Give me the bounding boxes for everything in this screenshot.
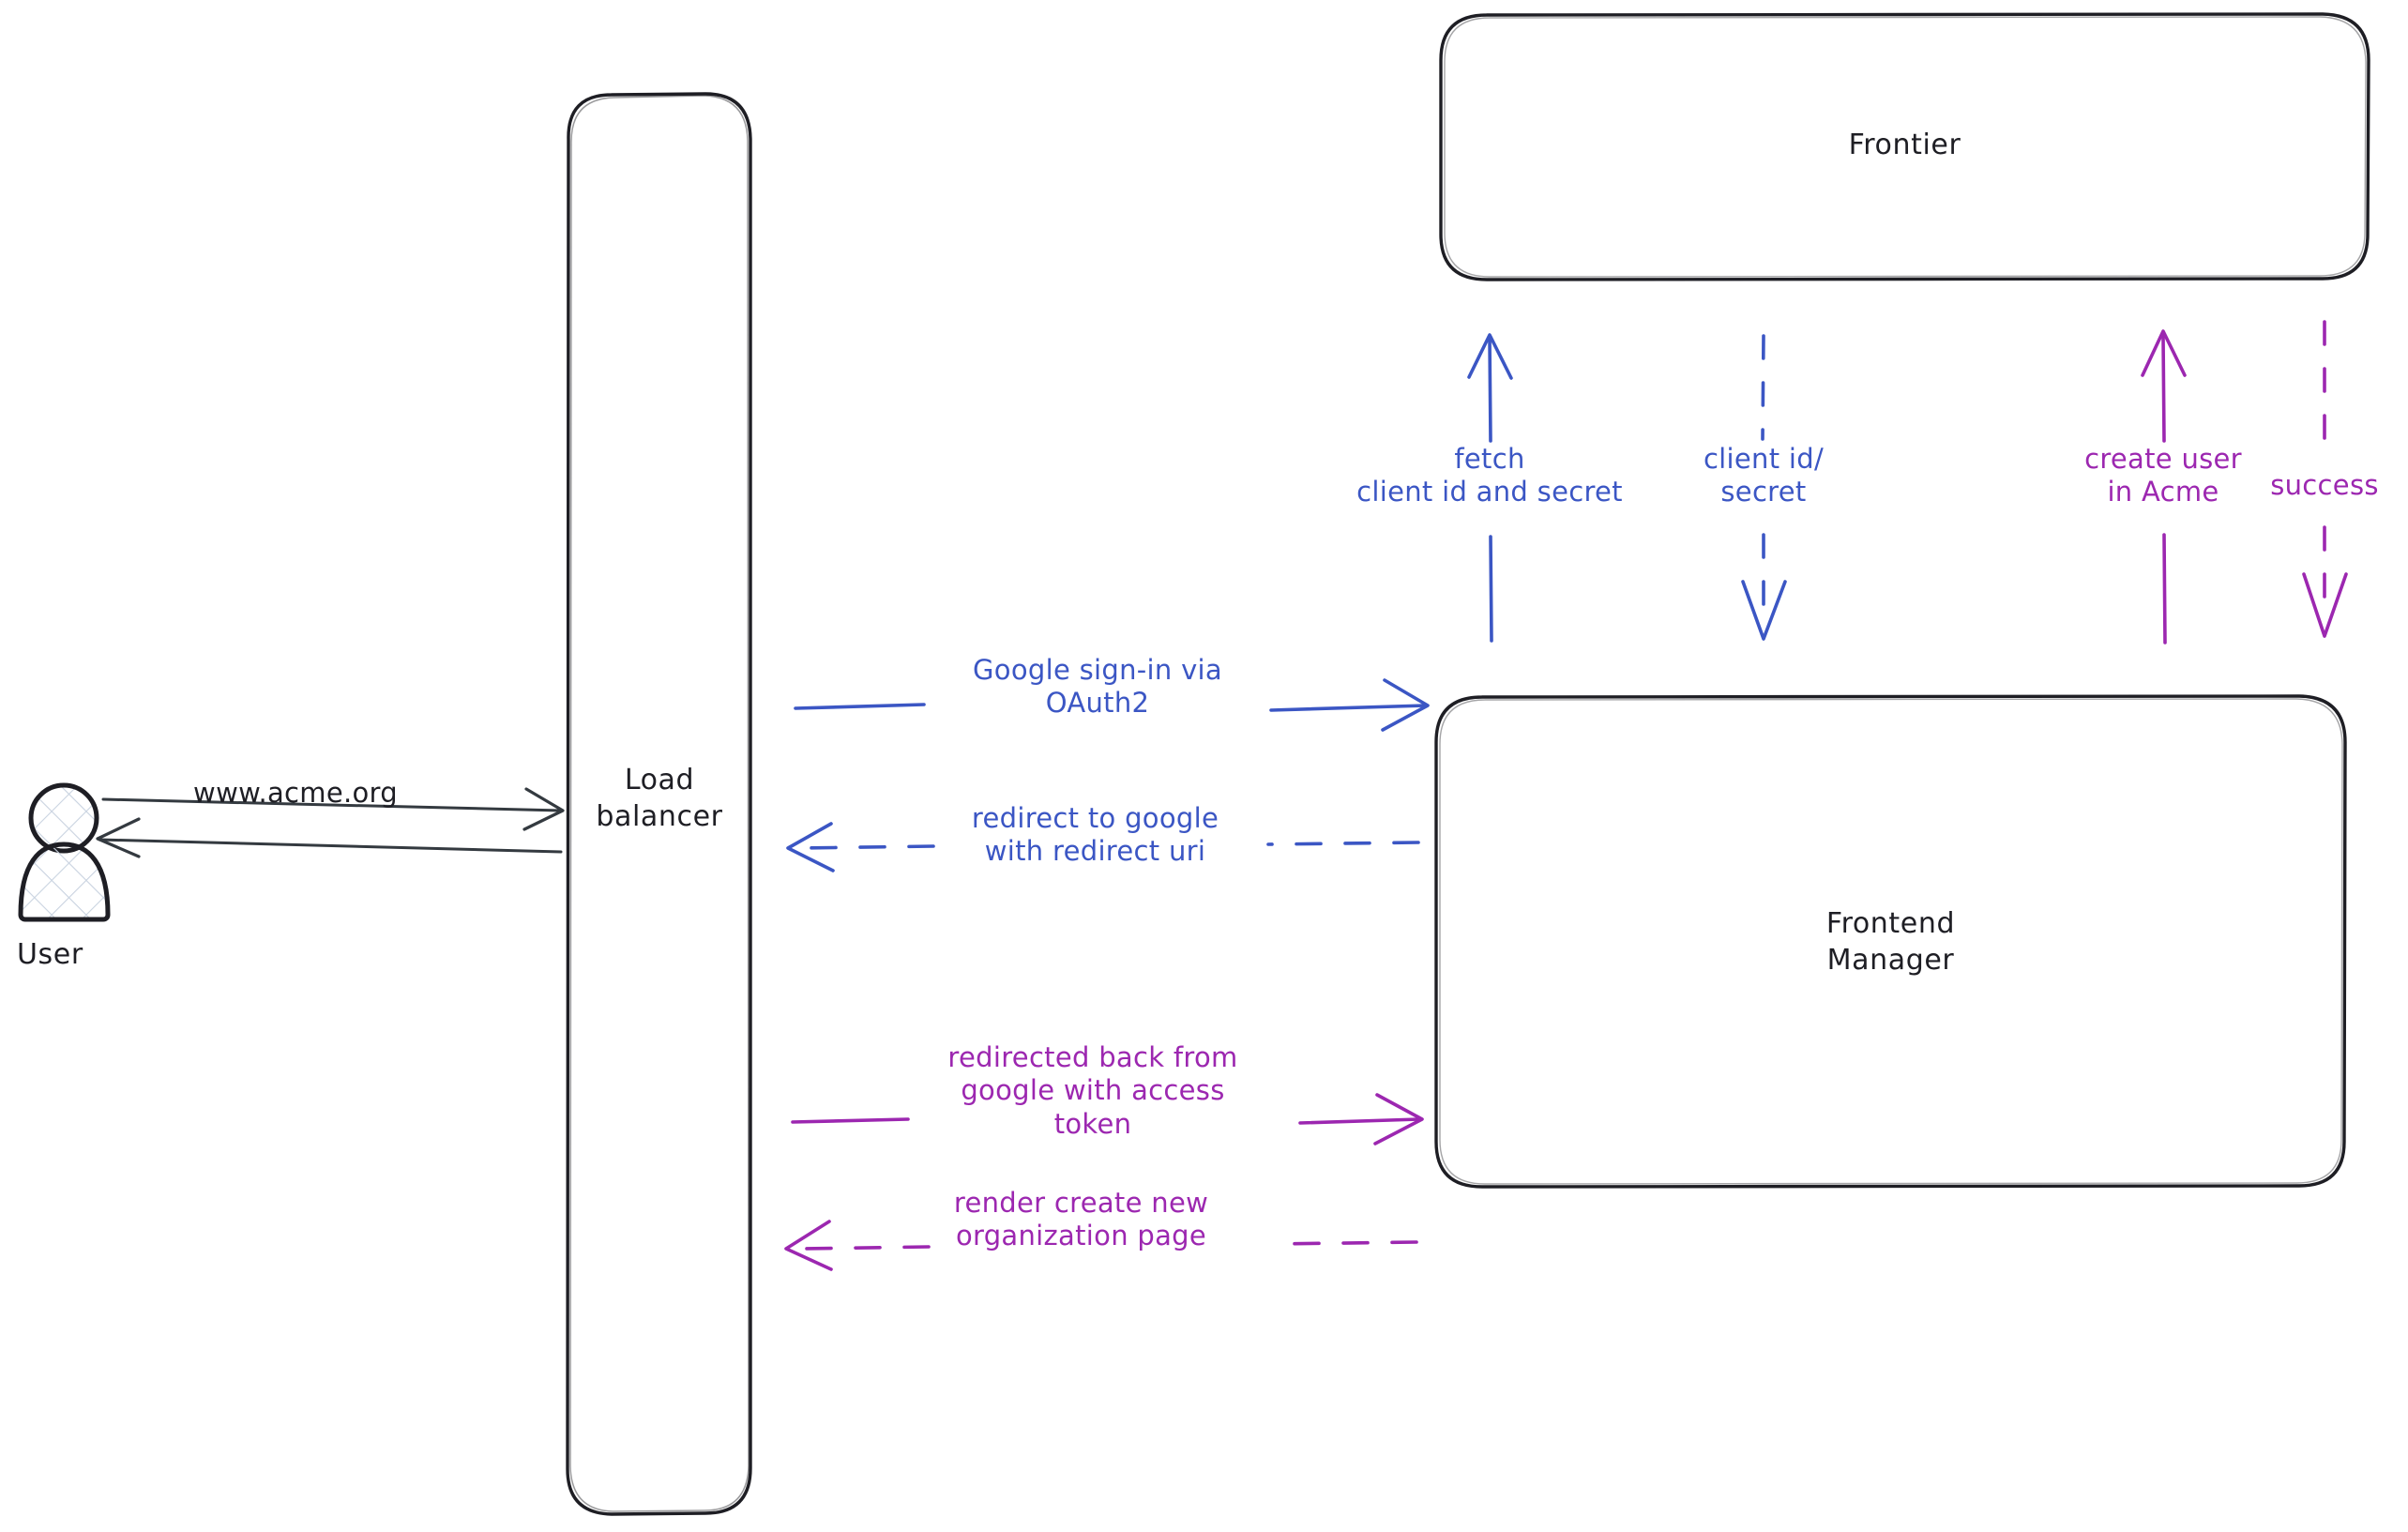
node-frontend-manager[interactable] [1434,694,2347,1189]
edge-lb-to-fm-token[interactable] [791,1093,1424,1145]
node-load-balancer[interactable] [566,92,752,1516]
edge-frontier-to-fm-secret[interactable] [1741,334,1787,641]
actor-label-user: User [17,938,83,971]
edge-fm-to-lb-render[interactable] [784,1220,1418,1271]
edge-fm-to-frontier-create[interactable] [2141,329,2187,645]
edge-fm-to-frontier-fetch[interactable] [1467,333,1513,643]
edge-user-to-lb[interactable] [101,787,565,831]
user-actor-icon[interactable] [18,782,111,922]
node-frontier[interactable] [1439,12,2370,281]
edge-lb-to-fm-signin[interactable] [794,678,1430,732]
edge-fm-to-lb-redirect[interactable] [786,822,1420,872]
edge-frontier-to-fm-success[interactable] [2302,320,2348,638]
edge-lb-to-user[interactable] [96,817,563,858]
